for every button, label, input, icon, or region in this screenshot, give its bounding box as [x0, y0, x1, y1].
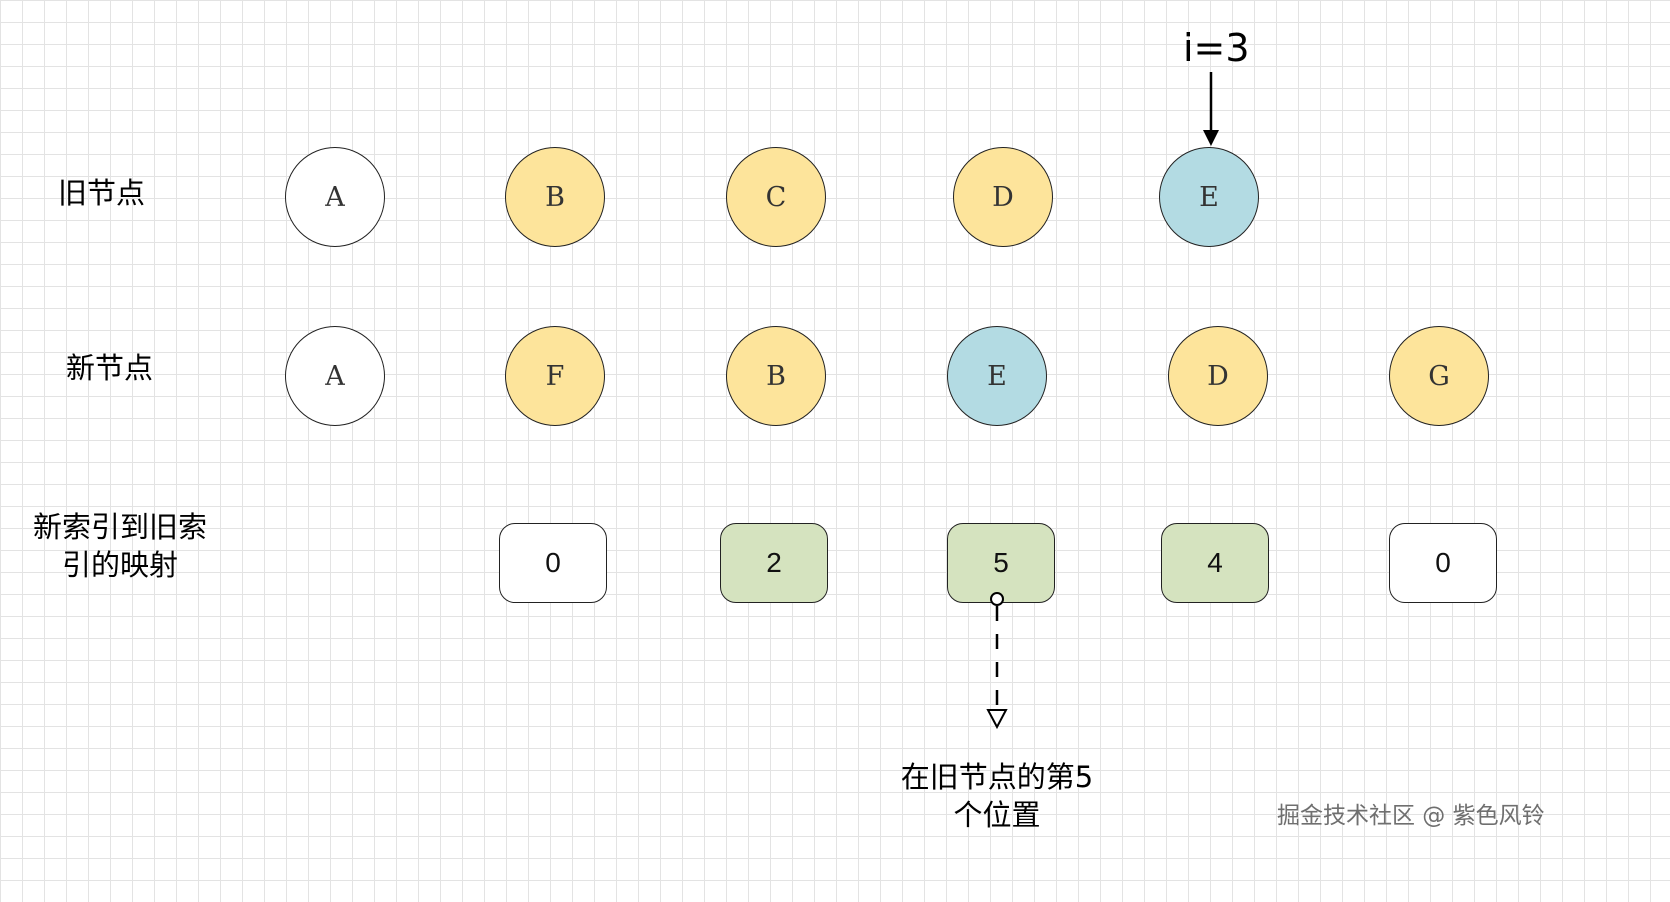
mapping-box-2: 2 — [720, 523, 828, 603]
old-node-b: B — [505, 147, 605, 247]
pointer-arrow — [1203, 72, 1219, 146]
new-node-b: B — [726, 326, 826, 426]
annotation-text: 在旧节点的第5 个位置 — [897, 758, 1097, 834]
mapping-box-1: 0 — [499, 523, 607, 603]
new-node-a: A — [285, 326, 385, 426]
new-node-e: E — [947, 326, 1047, 426]
old-nodes-label: 旧节点 — [58, 176, 146, 210]
new-node-d: D — [1168, 326, 1268, 426]
watermark: 掘金技术社区 @ 紫色风铃 — [1277, 803, 1545, 829]
dashed-annotation-arrow — [986, 592, 1008, 730]
annotation-line1: 在旧节点的第5 — [900, 760, 1094, 794]
old-node-d: D — [953, 147, 1053, 247]
old-node-e: E — [1159, 147, 1259, 247]
mapping-box-4: 4 — [1161, 523, 1269, 603]
mapping-label-line1: 新索引到旧索 — [32, 510, 207, 544]
mapping-label-line2: 引的映射 — [61, 548, 178, 582]
mapping-box-3: 5 — [947, 523, 1055, 603]
annotation-line2: 个位置 — [953, 798, 1041, 832]
mapping-box-5: 0 — [1389, 523, 1497, 603]
new-node-g: G — [1389, 326, 1489, 426]
new-nodes-label: 新节点 — [66, 351, 154, 385]
old-node-a: A — [285, 147, 385, 247]
pointer-label: i=3 — [1183, 26, 1250, 70]
old-node-c: C — [726, 147, 826, 247]
mapping-label: 新索引到旧索 引的映射 — [30, 508, 210, 584]
new-node-f: F — [505, 326, 605, 426]
